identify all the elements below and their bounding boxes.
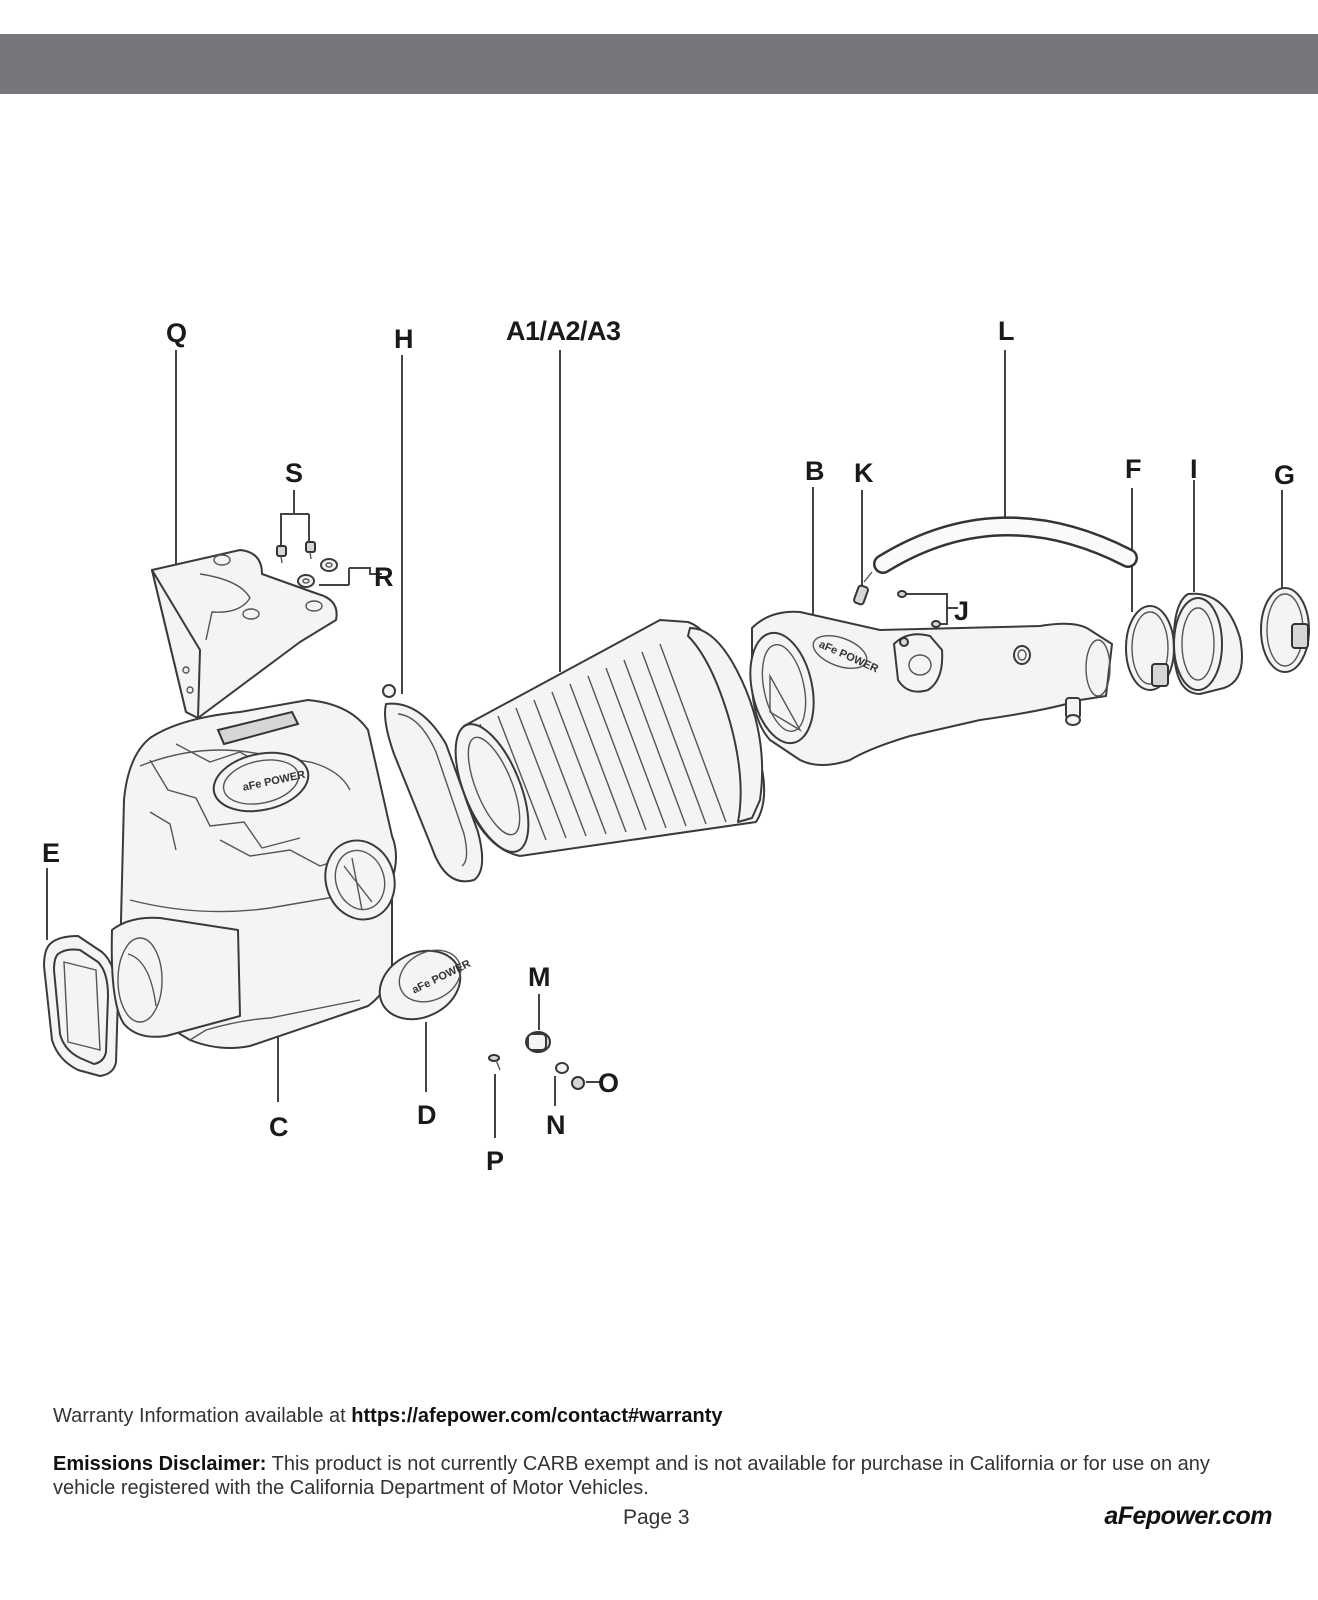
disclaimer-text: This product is not currently CARB exemp…	[53, 1453, 1210, 1499]
label-m: M	[528, 962, 550, 992]
warranty-info: Warranty Information available at https:…	[53, 1404, 722, 1428]
label-o: O	[598, 1068, 619, 1098]
label-c: C	[269, 1112, 288, 1142]
label-i: I	[1190, 454, 1197, 484]
washer-n	[555, 1062, 569, 1074]
hose-clamp-f	[1125, 605, 1175, 691]
mounting-bracket-q	[151, 549, 338, 719]
rubber-seal-e	[43, 935, 119, 1077]
part-labels: Q H A1/A2/A3 L S R B K J F I G E C D M O…	[42, 316, 1295, 1176]
air-filter-a	[454, 619, 766, 857]
label-l: L	[998, 316, 1014, 346]
label-j: J	[954, 596, 969, 626]
washers-r	[297, 558, 338, 588]
screws-j	[897, 590, 941, 628]
label-n: N	[546, 1110, 565, 1140]
airbox-c: aFe POWER	[110, 699, 397, 1049]
label-f: F	[1125, 454, 1141, 484]
label-p: P	[486, 1146, 504, 1176]
label-g: G	[1274, 460, 1295, 490]
label-q: Q	[166, 318, 187, 348]
label-e: E	[42, 838, 60, 868]
label-s: S	[285, 458, 303, 488]
nut-o	[571, 1076, 585, 1090]
intake-tube-b: aFe POWER	[749, 610, 1113, 766]
clamp-ring-h	[382, 684, 484, 883]
site-url: aFepower.com	[1104, 1502, 1272, 1530]
warranty-link[interactable]: https://afepower.com/contact#warranty	[351, 1405, 723, 1427]
disclaimer-label: Emissions Disclaimer:	[53, 1453, 267, 1475]
label-r: R	[374, 562, 393, 592]
label-k: K	[854, 458, 874, 488]
header-band	[0, 34, 1318, 94]
bolt-p	[488, 1054, 501, 1071]
page-number: Page 3	[623, 1506, 690, 1529]
label-a1-a2-a3: A1/A2/A3	[506, 316, 621, 346]
grommet-m	[525, 1031, 551, 1053]
label-h: H	[394, 324, 413, 354]
emissions-disclaimer: Emissions Disclaimer: This product is no…	[53, 1452, 1243, 1500]
clamp-g	[1260, 587, 1310, 673]
label-b: B	[805, 456, 824, 486]
warranty-prefix: Warranty Information available at	[53, 1405, 352, 1427]
coupler-i	[1172, 592, 1243, 695]
label-d: D	[417, 1100, 436, 1130]
fitting-k	[853, 571, 873, 606]
bolts-s	[276, 541, 316, 564]
